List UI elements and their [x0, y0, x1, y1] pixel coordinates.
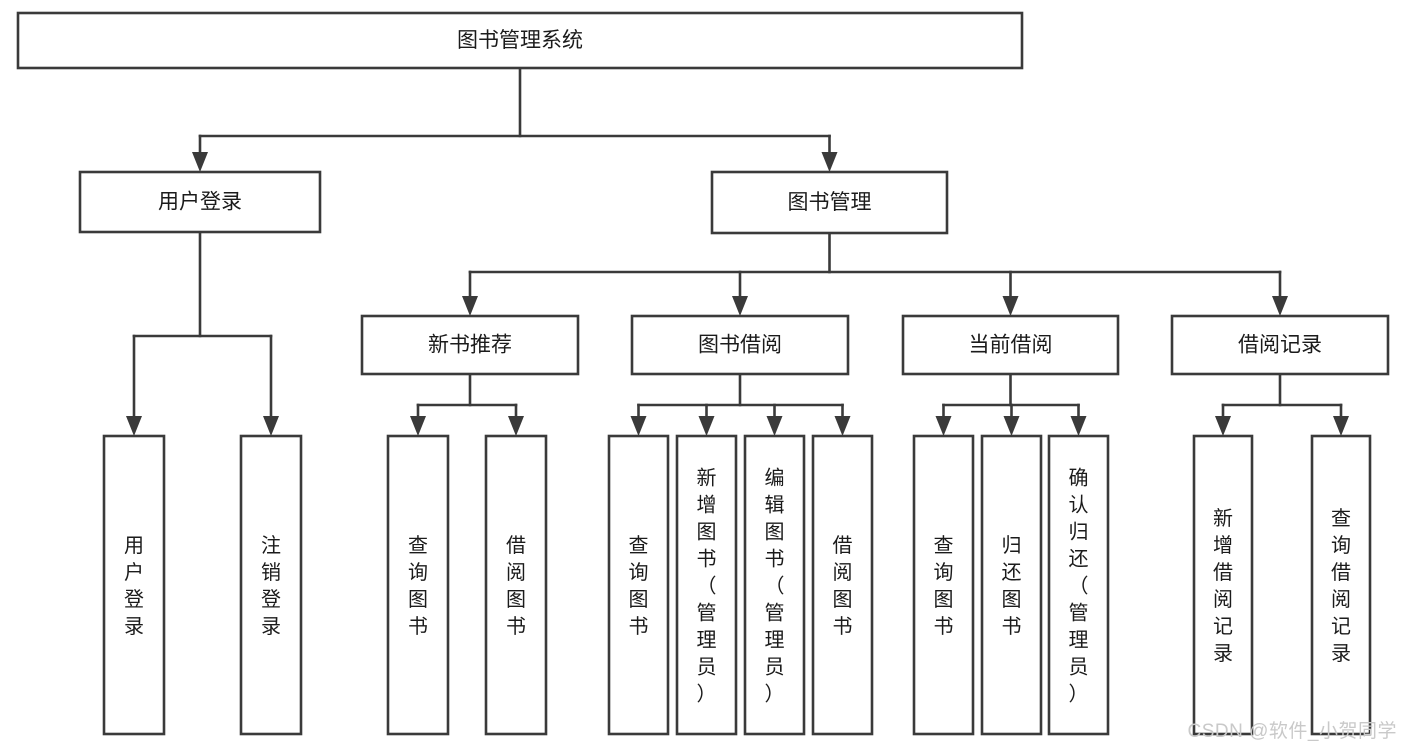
node-box — [1310, 434, 1372, 736]
node-label: 图书管理 — [788, 191, 872, 214]
node-label: 注销登录 — [261, 534, 281, 638]
node-leaf[interactable]: 查询图书 — [912, 434, 975, 736]
arrow-head-down — [732, 296, 748, 316]
node-label: 用户登录 — [158, 191, 242, 214]
node-leaf[interactable]: 借阅图书 — [811, 434, 874, 736]
arrow-head-down — [1272, 296, 1288, 316]
node-box — [811, 434, 874, 736]
node-box — [386, 434, 450, 736]
arrow-head-down — [834, 416, 851, 436]
node-level1[interactable]: 用户登录 — [78, 170, 322, 234]
node-root[interactable]: 图书管理系统 — [16, 11, 1024, 70]
node-box — [239, 434, 303, 736]
node-leaf[interactable]: 借阅图书 — [484, 434, 548, 736]
arrow-head-down — [1215, 416, 1231, 436]
node-label: 新书推荐 — [428, 334, 512, 357]
connectors-layer — [126, 66, 1349, 436]
node-leaf[interactable]: 确认归还（管理员） — [1047, 434, 1110, 736]
node-label: 查询图书 — [934, 534, 954, 638]
node-leaf[interactable]: 编辑图书（管理员） — [743, 434, 806, 736]
node-label: 图书管理系统 — [457, 29, 583, 52]
node-label: 归还图书 — [1002, 534, 1022, 638]
arrow-head-down — [630, 416, 647, 436]
arrow-head-down — [263, 416, 279, 436]
node-label: 借阅图书 — [506, 534, 526, 638]
node-label: 新增图书（管理员） — [697, 467, 717, 706]
arrow-head-down — [192, 152, 208, 172]
node-label: 确认归还（管理员） — [1069, 467, 1089, 706]
arrow-head-down — [126, 416, 142, 436]
node-leaf[interactable]: 查询借阅记录 — [1310, 434, 1372, 736]
node-box — [912, 434, 975, 736]
node-leaf[interactable]: 归还图书 — [980, 434, 1043, 736]
arrow-head-down — [462, 296, 478, 316]
node-leaf[interactable]: 查询图书 — [386, 434, 450, 736]
node-leaf[interactable]: 查询图书 — [607, 434, 670, 736]
node-leaf[interactable]: 用户登录 — [102, 434, 166, 736]
arrow-head-down — [766, 416, 783, 436]
node-leaf[interactable]: 注销登录 — [239, 434, 303, 736]
node-label: 借阅记录 — [1238, 334, 1322, 357]
node-label: 用户登录 — [124, 535, 144, 638]
arrow-head-down — [1003, 416, 1020, 436]
node-label: 当前借阅 — [969, 334, 1053, 357]
nodes-layer: 图书管理系统用户登录图书管理新书推荐图书借阅当前借阅借阅记录用户登录注销登录查询… — [16, 11, 1390, 736]
node-level2[interactable]: 当前借阅 — [901, 314, 1120, 376]
node-level2[interactable]: 图书借阅 — [630, 314, 850, 376]
arrow-head-down — [698, 416, 715, 436]
node-box — [607, 434, 670, 736]
node-label: 查询图书 — [629, 534, 649, 638]
node-box — [630, 314, 850, 376]
node-box — [484, 434, 548, 736]
arrow-head-down — [1002, 296, 1019, 316]
node-leaf[interactable]: 新增图书（管理员） — [675, 434, 738, 736]
node-label: 借阅图书 — [833, 534, 853, 638]
arrow-head-down — [1333, 416, 1349, 436]
node-label: 查询借阅记录 — [1331, 507, 1351, 665]
node-label: 图书借阅 — [698, 334, 782, 357]
arrow-head-down — [410, 416, 426, 436]
node-box — [980, 434, 1043, 736]
arrow-head-down — [1070, 416, 1087, 436]
node-box — [1047, 434, 1110, 736]
node-box — [743, 434, 806, 736]
node-box — [360, 314, 580, 376]
node-leaf[interactable]: 新增借阅记录 — [1192, 434, 1254, 736]
node-box — [675, 434, 738, 736]
node-label: 编辑图书（管理员） — [765, 467, 785, 706]
node-label: 新增借阅记录 — [1213, 507, 1233, 665]
node-level2[interactable]: 借阅记录 — [1170, 314, 1390, 376]
arrow-head-down — [935, 416, 952, 436]
node-box — [1192, 434, 1254, 736]
node-level2[interactable]: 新书推荐 — [360, 314, 580, 376]
node-level1[interactable]: 图书管理 — [710, 170, 949, 235]
arrow-head-down — [821, 152, 838, 172]
node-box — [78, 170, 322, 234]
node-box — [1170, 314, 1390, 376]
node-box — [901, 314, 1120, 376]
node-box — [16, 11, 1024, 70]
node-box — [102, 434, 166, 736]
arrow-head-down — [508, 416, 524, 436]
csdn-watermark: CSDN @软件_小贺同学 — [1187, 721, 1397, 742]
node-label: 查询图书 — [408, 534, 428, 638]
node-box — [710, 170, 949, 235]
